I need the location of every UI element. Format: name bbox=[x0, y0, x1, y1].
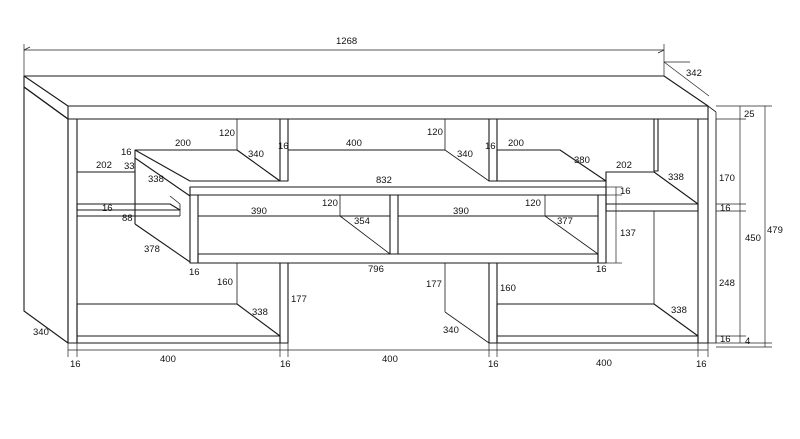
left-side-panel bbox=[23, 86, 78, 344]
label-upper-left-shelf-depth: 338 bbox=[148, 174, 164, 185]
label-upper-left-shelf-thickness: 16 bbox=[121, 147, 132, 158]
label-panel-right: 16 bbox=[696, 359, 707, 370]
label-plinth: 4 bbox=[745, 336, 750, 347]
label-box-top-thickness: 16 bbox=[620, 186, 631, 197]
label-left-side-shelf-width: 202 bbox=[96, 160, 112, 171]
label-box-top-width: 832 bbox=[376, 175, 392, 186]
label-upper-gap-right: 170 bbox=[719, 173, 735, 184]
label-inner-height: 450 bbox=[745, 233, 761, 244]
label-box-left-thickness: 16 bbox=[189, 267, 200, 278]
label-box-bottom-width: 796 bbox=[368, 264, 384, 275]
label-left-side-depth: 340 bbox=[33, 327, 49, 338]
label-panel-mid-left: 16 bbox=[280, 359, 291, 370]
label-center-top-div-height: 120 bbox=[427, 127, 443, 138]
label-upper-left-div-height: 120 bbox=[219, 128, 235, 139]
label-compartment-right: 400 bbox=[596, 358, 612, 369]
label-lower-left-depth: 338 bbox=[252, 307, 268, 318]
label-center-top-div-depth: 340 bbox=[457, 149, 473, 160]
label-bottom-shelf-thickness: 16 bbox=[720, 334, 731, 345]
label-overall-width: 1268 bbox=[336, 36, 357, 47]
label-panel-left: 16 bbox=[70, 359, 81, 370]
label-right-shelf-thickness: 16 bbox=[720, 203, 731, 214]
box-height-dimension bbox=[606, 186, 622, 264]
top-slab bbox=[23, 75, 709, 120]
label-compartment-left: 400 bbox=[160, 354, 176, 365]
label-lower-gap-right: 248 bbox=[719, 278, 735, 289]
right-side-panel bbox=[697, 105, 717, 344]
label-compartment-mid: 400 bbox=[382, 354, 398, 365]
label-upper-left-div-thickness: 16 bbox=[278, 141, 289, 152]
label-box-left-div-height: 120 bbox=[322, 198, 338, 209]
label-lower-mid-depth: 340 bbox=[443, 325, 459, 336]
label-right-side-shelf-width: 202 bbox=[616, 160, 632, 171]
label-right-side-shelf-depth: 338 bbox=[668, 172, 684, 183]
label-upper-left-shelf-width: 200 bbox=[175, 138, 191, 149]
label-lower-right-depth: 338 bbox=[671, 305, 687, 316]
label-top-thickness: 25 bbox=[744, 109, 755, 120]
upper-left-shelf bbox=[134, 149, 281, 263]
overall-depth-dimension bbox=[663, 61, 710, 97]
label-upper-right-shelf-depth: 380 bbox=[574, 155, 590, 166]
label-center-top-div-thickness: 16 bbox=[485, 141, 496, 152]
bottom-dimension-line bbox=[67, 343, 709, 357]
label-box-left-inner-width: 390 bbox=[251, 206, 267, 217]
right-dimension-lines bbox=[715, 105, 772, 348]
label-lower-mid-height: 177 bbox=[291, 294, 307, 305]
label-box-left-div-depth: 354 bbox=[354, 216, 370, 227]
label-panel-mid-right: 16 bbox=[488, 359, 499, 370]
label-center-top-width: 400 bbox=[346, 138, 362, 149]
label-left-side-shelf-depth: 378 bbox=[144, 244, 160, 255]
label-upper-left-div-depth: 340 bbox=[248, 149, 264, 160]
label-overall-height: 479 bbox=[767, 225, 783, 236]
label-box-right-div-height: 120 bbox=[525, 198, 541, 209]
label-overall-depth: 342 bbox=[686, 68, 702, 79]
label-lower-left-height: 160 bbox=[217, 277, 233, 288]
overall-width-dimension bbox=[23, 44, 665, 76]
left-inner-shelf bbox=[76, 171, 181, 217]
label-box-right-inner-width: 390 bbox=[453, 206, 469, 217]
label-left-side-gap: 88 bbox=[122, 213, 133, 224]
dimension-labels: 1268 342 25 479 450 170 16 248 16 4 340 … bbox=[33, 36, 783, 370]
label-upper-right-shelf-width: 200 bbox=[508, 138, 524, 149]
label-lower-mid-height-b: 177 bbox=[426, 279, 442, 290]
label-lower-right-height: 160 bbox=[500, 283, 516, 294]
label-box-right-div-depth: 377 bbox=[557, 216, 573, 227]
label-box-right-thickness: 16 bbox=[596, 264, 607, 275]
label-box-height: 137 bbox=[620, 228, 636, 239]
label-upper-left-offset: 33 bbox=[124, 161, 135, 172]
lower-section bbox=[76, 210, 699, 344]
label-left-side-shelf-thickness: 16 bbox=[102, 203, 113, 214]
central-box bbox=[189, 186, 607, 264]
